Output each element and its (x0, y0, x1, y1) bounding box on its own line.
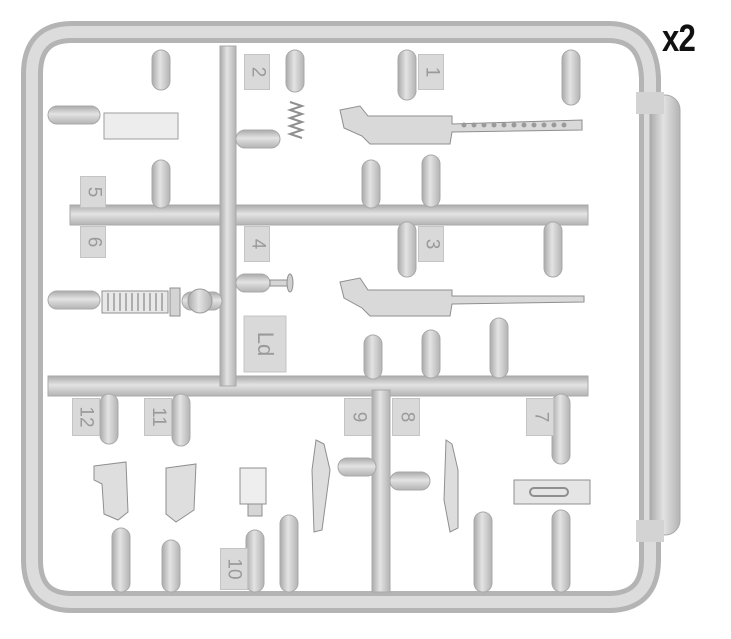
part-8-lever (443, 439, 459, 533)
part-number-tag-5: 5 (80, 176, 106, 208)
part-2-spring (286, 101, 306, 139)
part-9-lever (311, 439, 331, 533)
quantity-label: x2 (662, 18, 696, 60)
part-6-spring-tube (101, 287, 213, 317)
part-4-pin (269, 273, 294, 293)
part-number-tag-6: 6 (80, 226, 106, 258)
part-5-plate (103, 112, 179, 140)
part-3-machine-gun (339, 277, 585, 317)
part-number-tag-11: 11 (144, 398, 172, 436)
part-number-tag-8: 8 (392, 398, 420, 436)
part-number-tag-4: 4 (244, 226, 270, 262)
part-number-tag-1: 1 (418, 54, 444, 90)
part-number-tag-7: 7 (526, 398, 554, 436)
part-7-clip (513, 479, 591, 505)
part-11-bracket (165, 463, 197, 523)
brand-plate (243, 315, 287, 373)
gates (99, 49, 581, 593)
part-number-tag-12: 12 (72, 398, 100, 436)
sprue-runners (47, 45, 589, 593)
sprue-frame (21, 21, 681, 613)
part-number-tag-9: 9 (344, 398, 372, 436)
part-number-tag-10: 10 (220, 548, 248, 590)
brand-mark: Ld (253, 331, 278, 357)
part-number-tag-2: 2 (244, 54, 270, 90)
part-12-bracket (93, 461, 129, 521)
part-number-tag-3: 3 (418, 226, 444, 262)
part-10-small-part (239, 467, 267, 517)
part-1-machine-gun (339, 105, 583, 145)
